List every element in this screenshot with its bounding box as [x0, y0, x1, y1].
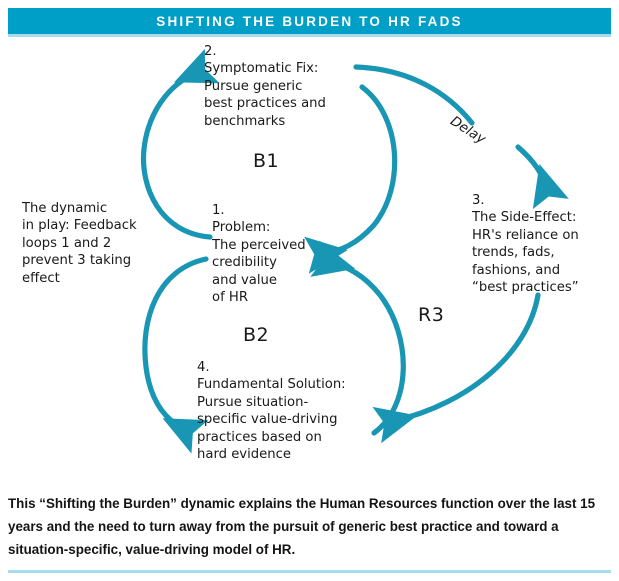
page-title: SHIFTING THE BURDEN TO HR FADS — [156, 13, 463, 29]
footer-divider — [8, 570, 611, 573]
arrow-fundamental-solution-to-problem — [310, 240, 406, 436]
header: SHIFTING THE BURDEN TO HR FADS — [8, 8, 611, 37]
side-note-dynamic-in-play: The dynamic in play: Feedback loops 1 an… — [22, 201, 137, 286]
arrow-problem-to-fundamental-solution — [142, 256, 209, 454]
causal-loop-diagram: 2. Symptomatic Fix: Pursue generic best … — [0, 37, 619, 485]
node-side-effect: 3. The Side-Effect: HR's reliance on tre… — [472, 193, 579, 296]
arrow-delay-segment-upper — [353, 64, 475, 126]
header-underline — [8, 34, 611, 37]
diagram-arrows — [140, 48, 569, 454]
node-problem: 1. Problem: The perceived credibility an… — [212, 203, 306, 306]
caption-text: This “Shifting the Burden” dynamic expla… — [8, 496, 596, 557]
arrow-problem-to-symptomatic-fix — [140, 48, 220, 240]
loop-label-b1: B1 — [253, 150, 280, 172]
loop-label-b2: B2 — [243, 324, 270, 346]
header-bar: SHIFTING THE BURDEN TO HR FADS — [8, 8, 611, 34]
arrow-delay-segment-lower — [515, 144, 569, 210]
node-symptomatic-fix: 2. Symptomatic Fix: Pursue generic best … — [204, 44, 326, 129]
loop-label-r3: R3 — [418, 304, 445, 326]
node-fundamental-solution: 4. Fundamental Solution: Pursue situatio… — [197, 360, 346, 463]
arrow-side-effect-to-fundamental-solution — [372, 292, 541, 444]
